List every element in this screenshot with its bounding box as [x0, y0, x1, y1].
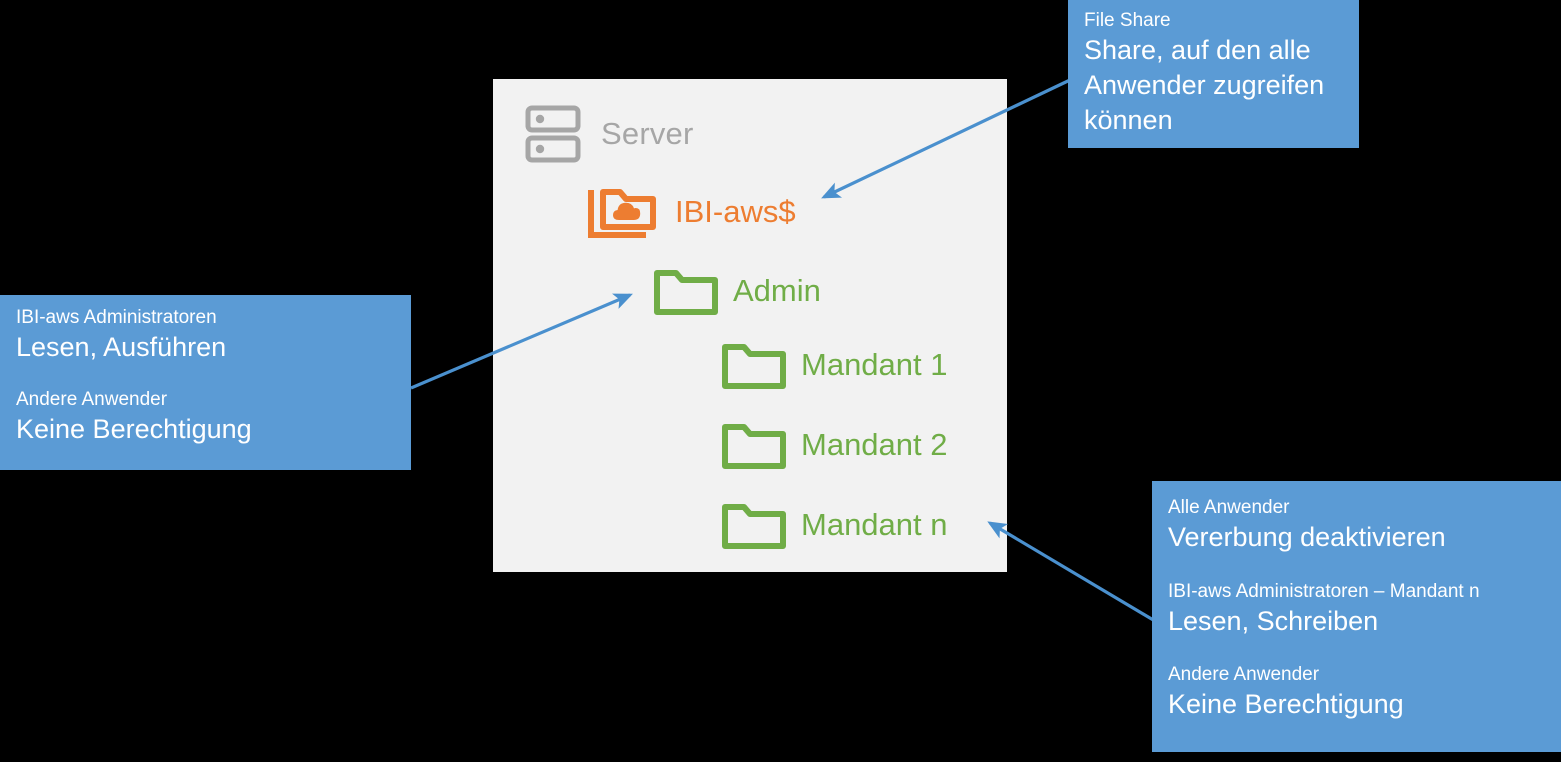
callout-mandant-group-2-heading: IBI-aws Administratoren – Mandant n: [1168, 580, 1480, 602]
callout-admin-spacer: [16, 365, 397, 387]
folder-label-mandant-1: Mandant 1: [801, 347, 948, 382]
folder-label-admin: Admin: [733, 273, 821, 308]
folder-icon: [722, 504, 786, 549]
folder-label-mandant-2: Mandant 2: [801, 427, 948, 462]
callout-admin-group-2-value: Keine Berechtigung: [16, 413, 252, 444]
arrow-mandant: [987, 521, 1156, 623]
server-panel: Server IBI-aws$ Admin: [493, 79, 1007, 572]
tree-row-share[interactable]: IBI-aws$: [586, 182, 796, 242]
callout-mandant-group-3-value: Keine Berechtigung: [1168, 689, 1404, 720]
callout-file-share-line-1: Share, auf den alle: [1084, 35, 1311, 66]
folder-icon: [722, 344, 786, 389]
callout-mandant-group-1-value: Vererbung deaktivieren: [1168, 522, 1446, 553]
tree-row-mandant-n[interactable]: Mandant n: [721, 499, 948, 551]
callout-admin-group-1-heading: IBI-aws Administratoren: [16, 307, 217, 328]
callout-admin-group-2-heading: Andere Anwender: [16, 388, 168, 410]
server-icon: [525, 105, 581, 163]
callout-admin-group-1-value: Lesen, Ausführen: [16, 332, 227, 363]
server-label: Server: [601, 116, 694, 151]
tree-row-server[interactable]: Server: [525, 105, 694, 163]
tree-row-mandant-2[interactable]: Mandant 2: [721, 419, 948, 471]
callout-mandant-spacer-1: [1168, 555, 1551, 579]
callout-mandant-permissions[interactable]: Alle Anwender Vererbung deaktivieren IBI…: [1152, 481, 1561, 752]
callout-file-share-line-3: können: [1084, 105, 1173, 136]
callout-mandant-group-3-heading: Andere Anwender: [1168, 664, 1320, 686]
folder-icon: [722, 424, 786, 469]
folder-label-mandant-n: Mandant n: [801, 507, 948, 542]
callout-file-share-heading: File Share: [1084, 10, 1171, 31]
callout-mandant-group-1-heading: Alle Anwender: [1168, 497, 1290, 518]
callout-mandant-group-2-value: Lesen, Schreiben: [1168, 605, 1379, 636]
callout-mandant-spacer-2: [1168, 638, 1551, 662]
callout-file-share-line-2: Anwender zugreifen: [1084, 70, 1325, 101]
folder-icon: [654, 270, 718, 315]
share-label: IBI-aws$: [675, 194, 796, 229]
callout-file-share[interactable]: File Share Share, auf den alle Anwender …: [1068, 0, 1359, 148]
tree-row-mandant-1[interactable]: Mandant 1: [721, 339, 948, 391]
callout-admin-permissions[interactable]: IBI-aws Administratoren Lesen, Ausführen…: [0, 295, 411, 470]
cloud-folder-icon: [588, 189, 656, 238]
tree-row-admin[interactable]: Admin: [653, 265, 821, 317]
